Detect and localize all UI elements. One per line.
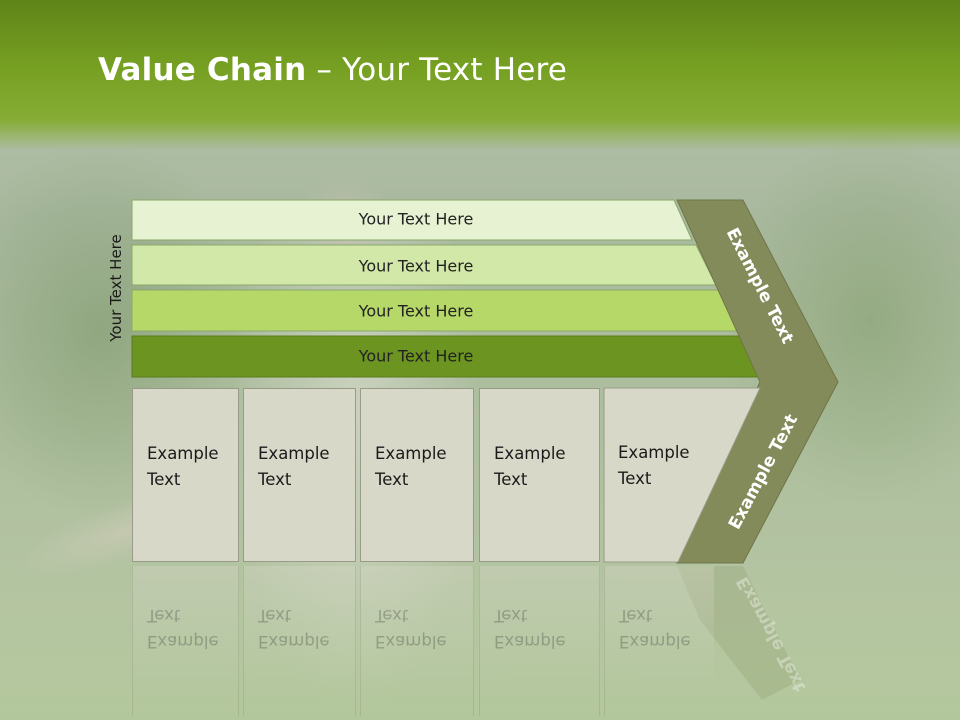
box-5-shape[interactable] <box>603 387 761 563</box>
title-rest: – Your Text Here <box>306 52 568 88</box>
row-bar-1[interactable] <box>131 199 693 241</box>
slide-title[interactable]: Value Chain – Your Text Here <box>98 52 567 88</box>
title-bold: Value Chain <box>98 52 307 88</box>
background-ground <box>0 560 960 720</box>
row-label-1: Your Text Here <box>358 209 474 229</box>
row-label-3: Your Text Here <box>358 301 474 321</box>
row-label-2: Your Text Here <box>358 256 474 276</box>
chevron-arrow[interactable] <box>676 199 839 564</box>
chevron-reflection <box>677 566 800 700</box>
row-label-4: Your Text Here <box>358 346 474 366</box>
title-bar <box>0 0 960 150</box>
